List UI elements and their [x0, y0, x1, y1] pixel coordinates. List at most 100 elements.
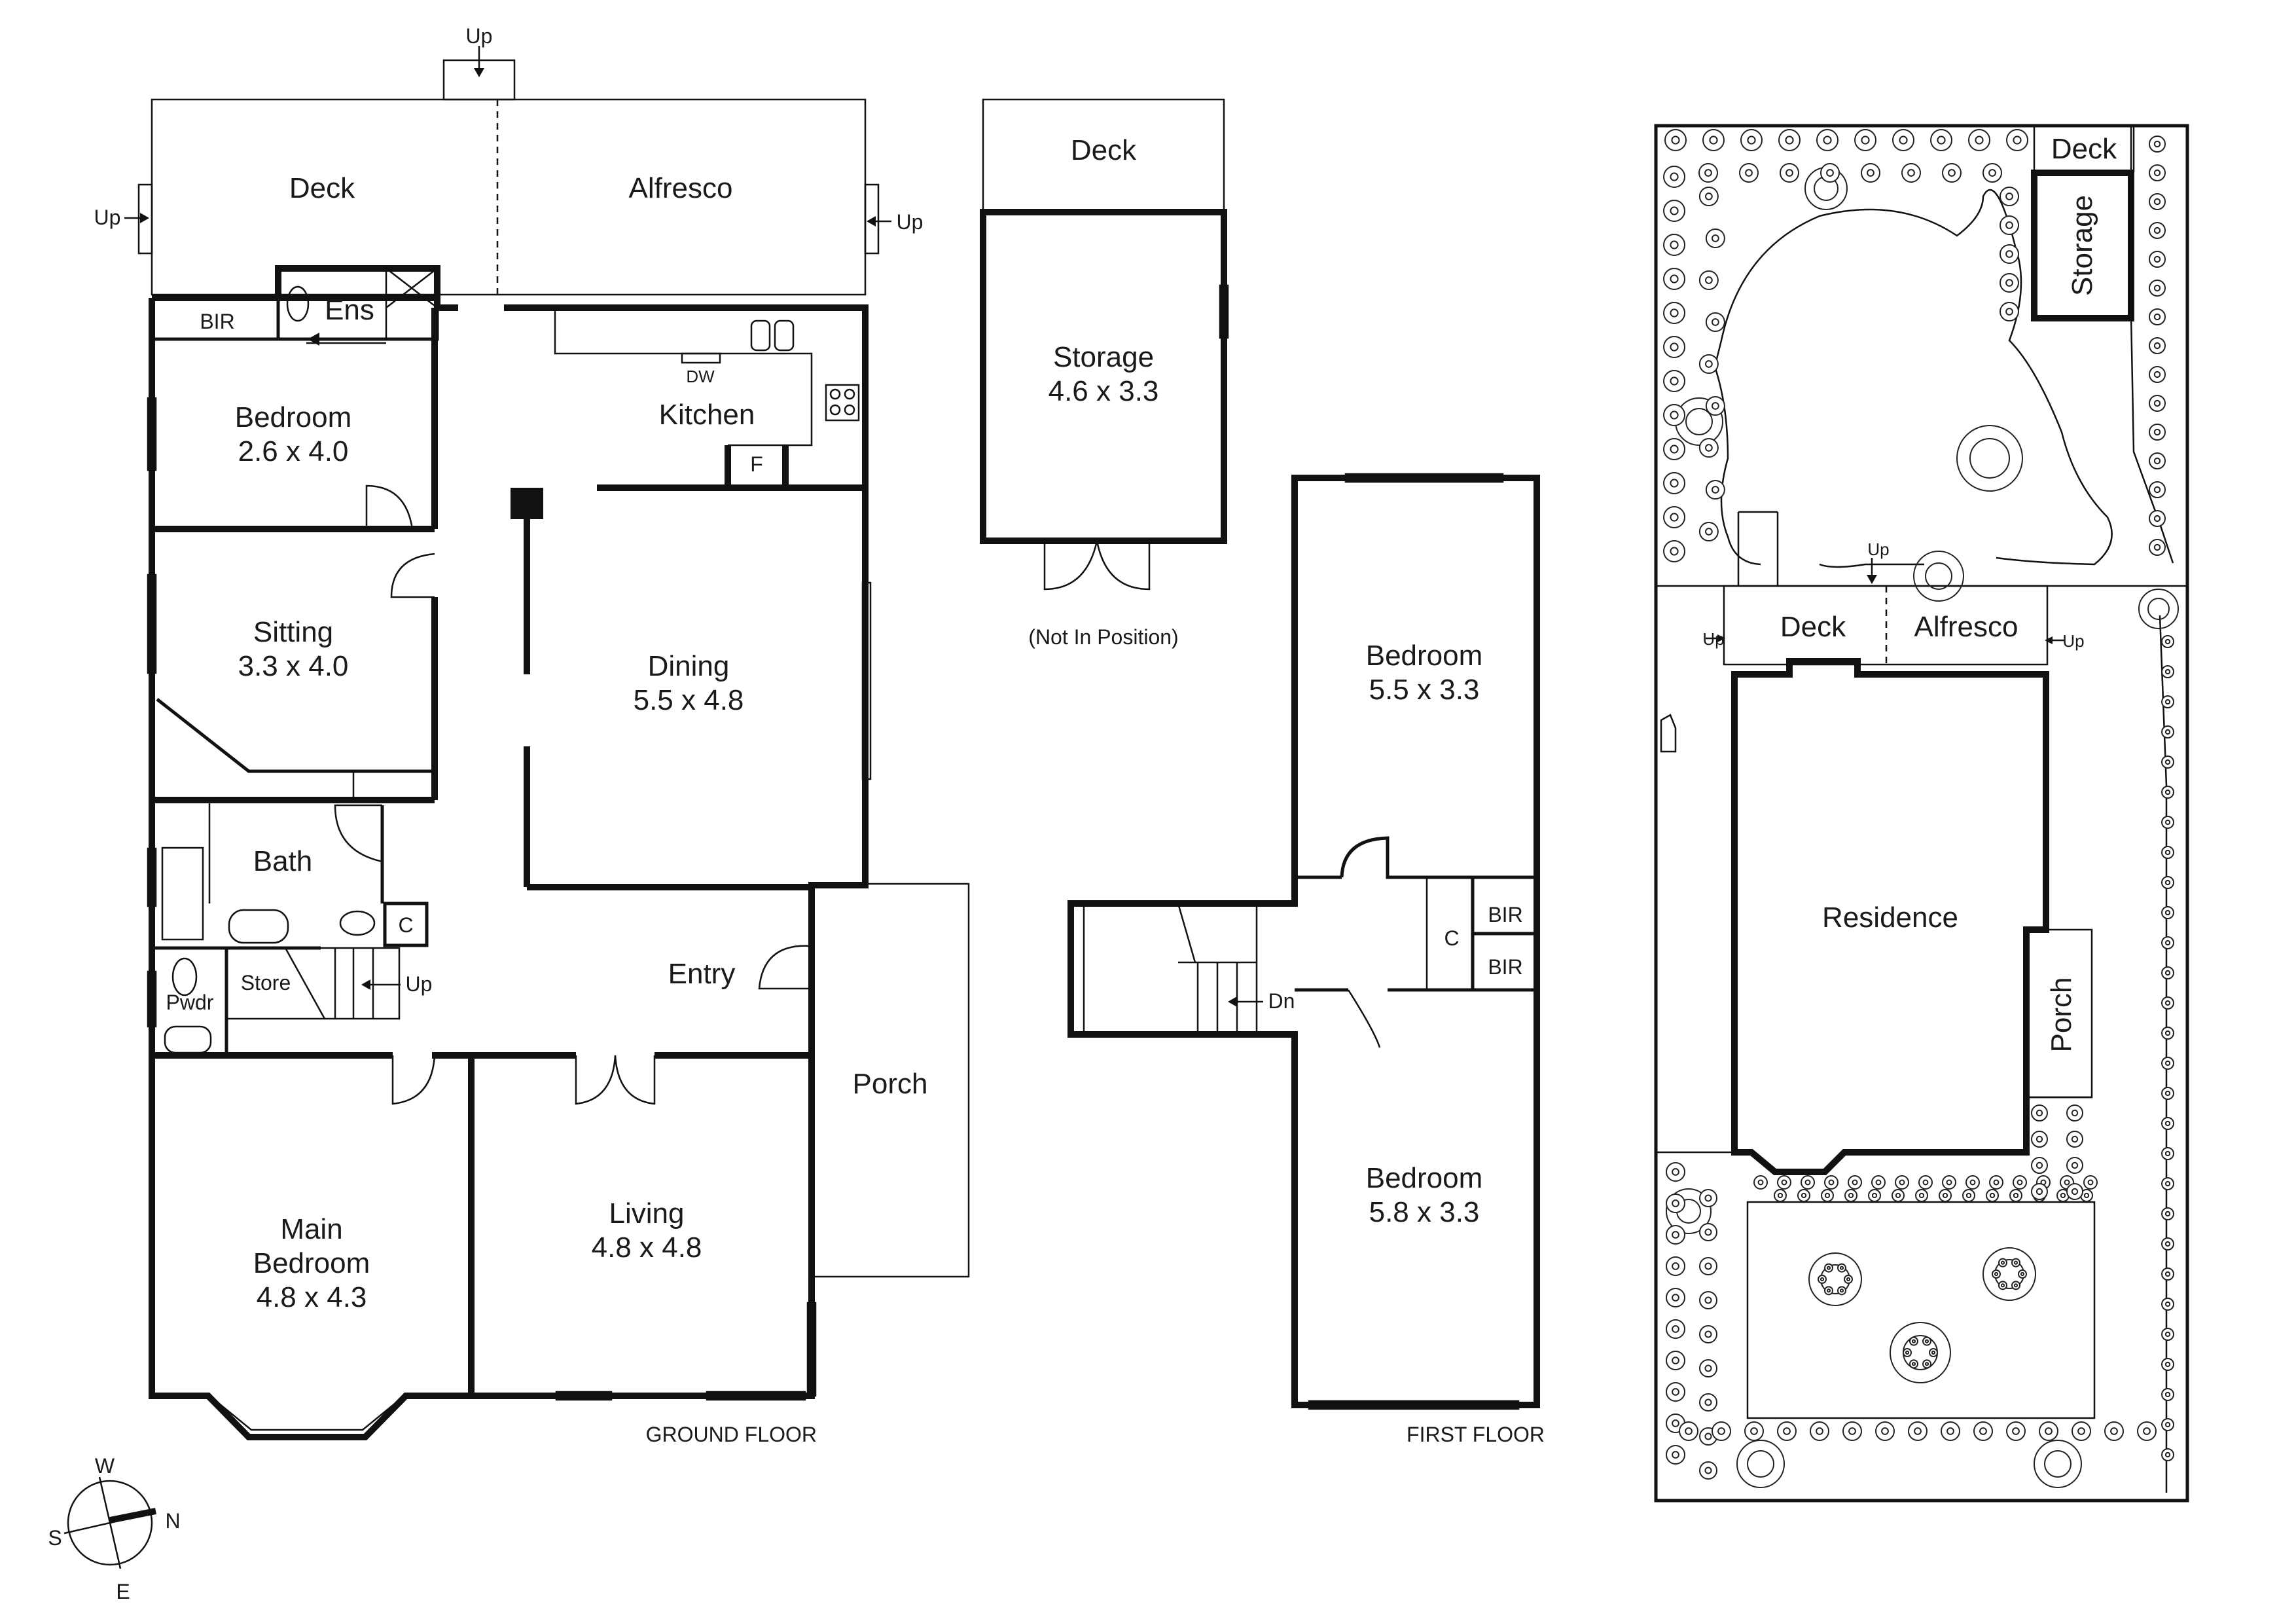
deck-step-right [864, 183, 880, 255]
shrub-icon [1670, 206, 1679, 215]
shrub-icon [1816, 1427, 1823, 1435]
shrub-icon [1867, 169, 1874, 177]
shrub-icon [2045, 1427, 2053, 1435]
shrub-icon [1781, 1179, 1787, 1186]
ff-cupboard-label: C [1444, 926, 1459, 950]
shrub-icon [1839, 1266, 1844, 1270]
ff-stair-dn-label: Dn [1268, 989, 1295, 1013]
shrub-icon [2153, 227, 2161, 234]
shrub-icon [1750, 1427, 1758, 1435]
shrub-icon [1672, 1357, 1679, 1364]
shrub-icon [1783, 1427, 1791, 1435]
window [1219, 284, 1229, 339]
shrub-icon [1948, 169, 1956, 177]
shrub-icon [2005, 279, 2013, 287]
gf-store-label: Store [241, 971, 291, 994]
shrub-icon [1924, 1362, 1929, 1366]
cooktop-icon [825, 384, 860, 422]
shrub-icon [1823, 136, 1832, 145]
compass-west-label: W [95, 1454, 115, 1478]
shrub-icon [1911, 1339, 1916, 1343]
shrub-icon [1924, 1339, 1929, 1343]
gf-fridge-label: F [750, 452, 763, 476]
window [861, 581, 872, 780]
shrub-icon [2164, 1120, 2171, 1127]
basin-icon [164, 1025, 212, 1054]
shrub-icon [2164, 970, 2171, 976]
shrub-icon [2153, 428, 2161, 436]
shrub-icon [1911, 1362, 1916, 1366]
shrub-icon [2077, 1427, 2085, 1435]
shrub-icon [1937, 136, 1946, 145]
shrub-icon [2164, 699, 2171, 705]
door-swing [334, 804, 383, 863]
shrub-icon [2164, 668, 2171, 675]
arrow-left-icon [2045, 636, 2053, 644]
stairs [314, 947, 401, 1020]
shrub-icon [1745, 169, 1753, 177]
shrub-icon [1826, 1288, 1831, 1293]
shrub-icon [1875, 1179, 1882, 1186]
shrub-icon [1704, 276, 1713, 284]
shrub-icon [1777, 1192, 1784, 1199]
ensuite-walls [276, 266, 439, 341]
dishwasher-icon [681, 352, 721, 364]
meter-box [1660, 714, 1677, 753]
shrub-icon [1965, 1192, 1972, 1199]
arrow-right-icon [1717, 634, 1725, 642]
sink-icon [774, 319, 795, 352]
shrub-icon [2164, 849, 2171, 856]
shrub-icon [2005, 221, 2013, 229]
shrub-icon [2013, 1192, 2019, 1199]
shrub-icon [2153, 342, 2161, 350]
door-swing [365, 484, 414, 530]
toilet-icon [171, 957, 198, 996]
shrub-icon [1801, 1192, 1807, 1199]
shrub-icons [1663, 129, 2174, 1480]
arrow-left-icon [867, 216, 876, 227]
shrub-icon [1704, 169, 1712, 177]
sp-residence-label: Residence [1822, 902, 1958, 934]
shrub-icon [1946, 1179, 1952, 1186]
ff-bir2-label: BIR [1488, 955, 1522, 979]
gf-sitting-name: Sitting [253, 616, 333, 648]
site-boundary [1654, 124, 2189, 1503]
shrub-icon [1711, 402, 1719, 410]
ob-deck-label: Deck [1071, 134, 1137, 166]
shrub-icon [1899, 136, 1908, 145]
ob-note-label: (Not In Position) [1028, 625, 1178, 649]
bay-window [207, 1395, 406, 1438]
site-back-lawn [1746, 1201, 2096, 1419]
shrub-icon [2164, 789, 2171, 795]
shrub-icon [1704, 1228, 1712, 1236]
shrub-icon [2164, 1000, 2171, 1006]
shrub-icon [2013, 1260, 2018, 1265]
first-floor-outer-wall [1067, 475, 1540, 1408]
shrub-icon [1670, 547, 1679, 556]
shrub-icon [1979, 1427, 1987, 1435]
shrub-icon [1672, 1199, 1679, 1207]
shrub-icon [1704, 444, 1713, 452]
shrub-icon [1969, 1179, 1976, 1186]
shrub-icon [1826, 169, 1834, 177]
north-needle-icon [109, 1508, 156, 1523]
shrub-icon [1704, 1194, 1712, 1202]
shrub-icon [1881, 1427, 1889, 1435]
window [1308, 1400, 1520, 1410]
shrub-icon [1922, 1179, 1929, 1186]
shrub-icon [2153, 198, 2161, 206]
shrub-icon [2164, 909, 2171, 916]
arrow-left-icon [361, 979, 370, 990]
gf-bath-label: Bath [253, 845, 313, 877]
gf-main-bedroom-line2: Bedroom [253, 1247, 370, 1279]
gf-cupboard-label: C [398, 913, 413, 937]
kitchen-bench [554, 308, 813, 488]
arrow-left-icon [308, 333, 319, 346]
shrub-icon [1704, 1296, 1712, 1304]
shrub-icon [2071, 1109, 2079, 1117]
shrub-icon [1861, 136, 1870, 145]
shrub-icon [1846, 1277, 1851, 1282]
window [147, 574, 157, 674]
shrub-icon [2153, 543, 2161, 551]
